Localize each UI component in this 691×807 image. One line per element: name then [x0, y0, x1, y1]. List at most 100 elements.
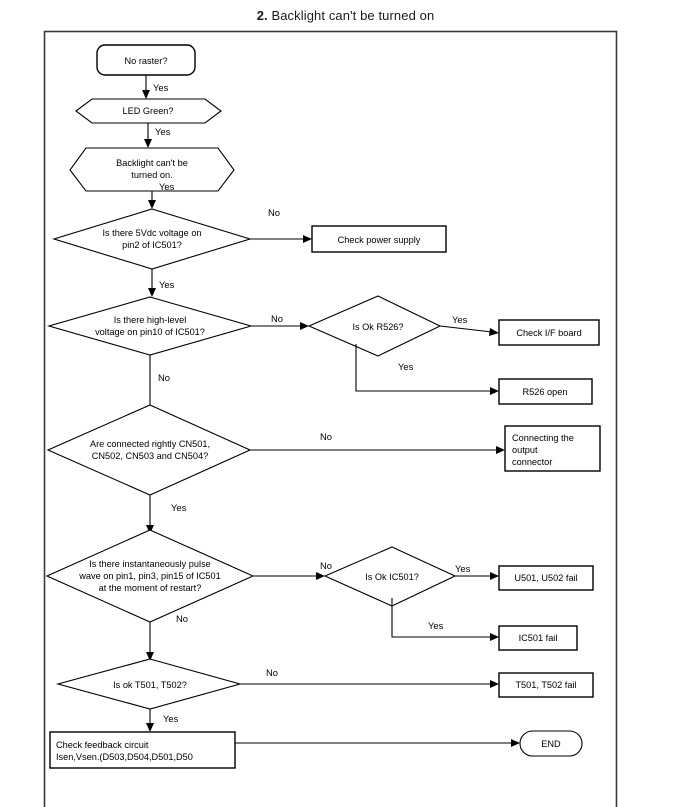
edge-yes-3-arrow-icon [148, 200, 156, 209]
node-pulse-wave-check-label-3: at the moment of restart? [99, 583, 202, 593]
node-high-level-voltage-check-shape [47, 296, 253, 356]
edge-yes-3-label: Yes [159, 181, 175, 192]
edge-yes-7: Yes [146, 495, 187, 534]
node-is-ok-r526-label: Is Ok R526? [352, 322, 403, 332]
edge-no-2-label: No [271, 313, 283, 324]
node-r526-open[interactable]: R526 open [498, 378, 593, 405]
edge-no-1-label: No [268, 207, 280, 218]
edge-yes-9-label: No [176, 613, 188, 624]
node-u501-u502-fail-label: U501, U502 fail [514, 573, 577, 583]
node-high-level-voltage-check[interactable]: Is there high-level voltage on pin10 of … [47, 296, 253, 356]
edge-yes-8-arrow-icon [490, 572, 499, 580]
edge-no-7-arrow-icon [490, 680, 499, 688]
edge-no-6: Yes [391, 598, 499, 641]
edge-no-2-arrow-icon [300, 322, 309, 330]
edge-no-4: No [250, 431, 505, 454]
node-high-level-voltage-check-label-1: Is there high-level [114, 315, 187, 325]
edge-yes-5-label: Yes [452, 314, 468, 325]
node-check-feedback-circuit-label-2: Isen,Vsen.(D503,D504,D501,D50 [56, 752, 193, 762]
node-check-feedback-circuit-label-1: Check feedback circuit [56, 740, 149, 750]
node-connectors-check-label-1: Are connected rightly CN501, [90, 439, 210, 449]
node-led-green[interactable]: LED Green? [75, 98, 222, 124]
edge-yes-2-arrow-icon [144, 139, 152, 148]
node-5vdc-voltage-check-label-1: Is there 5Vdc voltage on [102, 228, 201, 238]
node-check-power-supply-label: Check power supply [338, 235, 421, 245]
node-is-ok-ic501-label: Is Ok IC501? [365, 572, 419, 582]
edge-no-3-label: Yes [398, 361, 414, 372]
node-connecting-output-connector-label-1: Connecting the [512, 433, 574, 443]
node-connecting-output-connector[interactable]: Connecting the output connector [504, 425, 601, 472]
node-connecting-output-connector-label-3: connector [512, 457, 552, 467]
edge-to-end [235, 739, 520, 747]
edge-yes-5-line [439, 325, 493, 333]
node-u501-u502-fail-shape [498, 565, 594, 591]
node-ic501-fail[interactable]: IC501 fail [498, 625, 578, 651]
edge-yes-9-arrow-icon [146, 652, 154, 661]
node-u501-u502-fail[interactable]: U501, U502 fail [498, 565, 594, 591]
node-check-feedback-circuit[interactable]: Check feedback circuit Isen,Vsen.(D503,D… [49, 731, 236, 769]
edge-yes-1-arrow-icon [142, 90, 150, 99]
edge-no-1: No [250, 207, 312, 243]
edge-no-4-label: No [320, 431, 332, 442]
edge-yes-2-label: Yes [155, 126, 171, 137]
page-title-number: 2. [256, 8, 268, 23]
node-is-ok-ic501[interactable]: Is Ok IC501? [323, 546, 457, 607]
edge-yes-8: Yes [455, 563, 499, 580]
node-pulse-wave-check[interactable]: Is there instantaneously pulse wave on p… [45, 529, 255, 623]
node-check-if-board[interactable]: Check I/F board [498, 319, 600, 346]
edge-yes-3: Yes [148, 181, 175, 209]
edge-yes-2: Yes [144, 123, 171, 148]
node-is-ok-t501-t502-label: Is ok T501, T502? [113, 680, 187, 690]
node-5vdc-voltage-check-label-2: pin2 of IC501? [122, 240, 182, 250]
edge-no-5-arrow-icon [316, 572, 325, 580]
node-connectors-check[interactable]: Are connected rightly CN501, CN502, CN50… [46, 404, 252, 496]
edge-yes-1-label: Yes [153, 82, 169, 93]
edge-yes-4: Yes [148, 269, 175, 297]
node-high-level-voltage-check-label-2: voltage on pin10 of IC501? [95, 327, 205, 337]
edge-no-7: No [240, 667, 499, 688]
node-t501-t502-fail[interactable]: T501, T502 fail [498, 672, 594, 698]
page-title-text: Backlight can't be turned on [271, 8, 435, 23]
node-connecting-output-connector-label-2: output [512, 445, 538, 455]
edge-yes-8-label: Yes [455, 563, 471, 574]
edge-yes-5-arrow-icon [489, 328, 499, 336]
edge-no-3: Yes [355, 344, 499, 395]
node-is-ok-t501-t502[interactable]: Is ok T501, T502? [55, 658, 243, 710]
node-no-raster-label: No raster? [125, 56, 168, 66]
node-end-shape [519, 730, 583, 757]
node-r526-open-shape [498, 378, 593, 405]
edge-yes-4-label: Yes [159, 279, 175, 290]
edge-yes-7-label: Yes [171, 502, 187, 513]
node-5vdc-voltage-check[interactable]: Is there 5Vdc voltage on pin2 of IC501? [52, 208, 252, 270]
node-t501-t502-fail-label: T501, T502 fail [515, 680, 576, 690]
edge-yes-5: Yes [439, 314, 499, 336]
edge-no-7-label: No [266, 667, 278, 678]
node-end-label: END [541, 739, 561, 749]
node-t501-t502-fail-shape [498, 672, 594, 698]
edge-no-4-arrow-icon [496, 446, 505, 454]
edge-yes-1: Yes [142, 75, 169, 99]
node-backlight-cannot-turn-on-shape [69, 147, 235, 192]
node-no-raster[interactable]: No raster? [96, 44, 196, 76]
node-check-power-supply-shape [311, 225, 447, 253]
node-check-power-supply[interactable]: Check power supply [311, 225, 447, 253]
node-check-if-board-label: Check I/F board [516, 328, 581, 338]
node-connectors-check-label-2: CN502, CN503 and CN504? [92, 451, 208, 461]
edge-no-5-label: No [320, 560, 332, 571]
edge-yes-10: Yes [146, 709, 179, 732]
node-is-ok-r526-shape [307, 295, 442, 357]
edge-no-2: No [251, 313, 309, 330]
edge-yes-9: No [146, 613, 188, 661]
node-pulse-wave-check-label-1: Is there instantaneously pulse [89, 559, 211, 569]
node-end[interactable]: END [519, 730, 583, 757]
node-backlight-cannot-turn-on-label-2: turned on. [131, 170, 172, 180]
node-backlight-cannot-turn-on-label-1: Backlight can't be [116, 158, 188, 168]
node-backlight-cannot-turn-on[interactable]: Backlight can't be turned on. [69, 147, 235, 192]
node-is-ok-r526[interactable]: Is Ok R526? [307, 295, 442, 357]
edge-to-end-arrow-icon [511, 739, 520, 747]
edge-no-6-arrow-icon [490, 633, 499, 641]
edge-no-5: No [253, 560, 332, 580]
edge-yes-4-arrow-icon [148, 288, 156, 297]
